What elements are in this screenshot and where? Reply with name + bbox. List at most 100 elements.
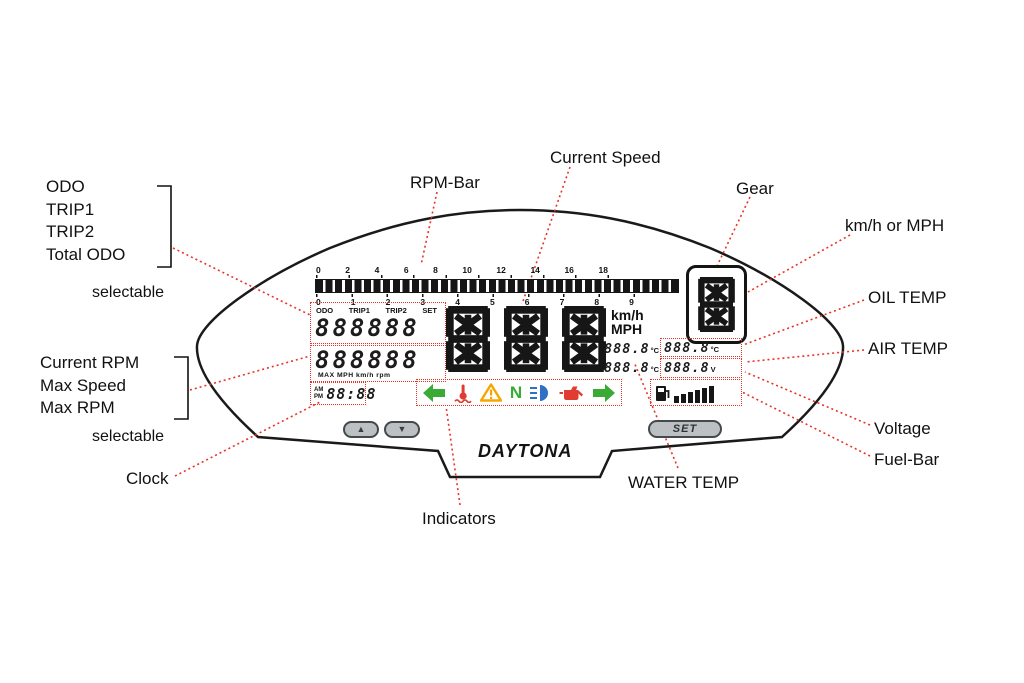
odometer-digits: 888888: [315, 314, 420, 342]
rpm-scale-bottom-tick: 7: [559, 297, 565, 307]
gear-digit-icon: [698, 277, 735, 332]
rpm-scale-bottom-tick: 6: [524, 297, 530, 307]
rpm-scale-top-tick: 8: [433, 265, 438, 275]
clock-am: AM: [314, 387, 324, 393]
brand-logo: DAYTONA: [478, 441, 573, 461]
label-kmh-or-mph: km/h or MPH: [845, 216, 945, 235]
voltage-digits: 888.8: [664, 360, 710, 376]
rpm-scale-bottom-tick: 9: [629, 297, 634, 307]
label-max-rpm: Max RPM: [40, 398, 115, 417]
multifunction-block: 888888 MAX MPH km/h rpm: [310, 345, 446, 382]
label-odo: ODO: [46, 177, 85, 196]
set-button[interactable]: SET: [648, 420, 722, 438]
leader-odo-group: [172, 247, 311, 316]
leader-indicators: [445, 405, 461, 506]
rpm-scale-top-tick: 14: [530, 265, 540, 275]
rpm-scale-top-tick: 10: [462, 265, 472, 275]
rpm-scale-top-tick: 4: [374, 265, 380, 275]
air-temp-unit: °C: [650, 365, 660, 374]
water-temp-display: 888.8 °C: [604, 341, 659, 357]
label-air-temp: AIR TEMP: [868, 339, 948, 358]
clock-pm: PM: [314, 393, 323, 400]
clock-digits: 88:88: [326, 384, 377, 403]
high-beam-indicator-icon: [529, 384, 548, 401]
rpm-scale-top: 0 2 4 6 8 10 12 14 16 18: [316, 265, 608, 275]
callout-brackets: [157, 185, 189, 420]
label-max-speed: Max Speed: [40, 375, 126, 395]
clock-ampm: AM PM: [314, 387, 323, 400]
label-total-odo: Total ODO: [46, 244, 126, 264]
rpm-scale-top-tick: 0: [316, 265, 321, 275]
leader-rpm-group: [189, 355, 311, 391]
rpm-scale-bottom-tick: 4: [455, 297, 460, 307]
mode-label-trip2: TRIP2: [385, 306, 407, 315]
unit-mph: MPH: [611, 321, 643, 337]
speed-digits-icon: [445, 304, 609, 374]
label-water-temp: WATER TEMP: [628, 473, 740, 492]
leader-oil-temp: [742, 299, 865, 346]
rpm-scale-bottom-tick: 8: [594, 297, 600, 307]
odo-selectable-note: selectable: [92, 284, 165, 301]
leader-clock: [174, 401, 321, 477]
odo-group-labels: ODO TRIP1 TRIP2 Total ODO: [46, 176, 125, 266]
rpm-scale-top-tick: 6: [403, 265, 409, 275]
rpm-selectable-note: selectable: [92, 428, 165, 445]
label-gear: Gear: [736, 179, 774, 198]
fuel-level-bars-icon: [674, 386, 714, 403]
rpm-scale-top-tick: 2: [345, 265, 351, 275]
speed-units: km/h MPH: [611, 308, 644, 336]
oil-temp-unit: °C: [710, 345, 720, 354]
voltage-unit: V: [710, 365, 716, 374]
oil-temp-digits: 888.8: [664, 340, 710, 356]
odo-group-bracket: [157, 185, 172, 268]
rpm-tickmarks-bottom: [316, 294, 636, 297]
turn-left-indicator-icon: [423, 383, 445, 402]
turn-right-indicator-icon: [592, 383, 615, 402]
air-temp-display: 888.8 °C: [604, 360, 659, 376]
rpm-scale-bottom-tick: 5: [489, 297, 495, 307]
air-temp-digits: 888.8: [604, 360, 650, 376]
leader-gear: [716, 196, 751, 267]
odometer-block: ODO TRIP1 TRIP2 SET 888888: [310, 302, 446, 344]
oil-indicator-icon: [559, 386, 584, 400]
up-arrow-icon: ▲: [356, 424, 366, 434]
voltage-display: 888.8 V: [660, 358, 742, 378]
rpm-bar: [315, 279, 679, 293]
label-current-rpm: Current RPM: [40, 353, 140, 372]
oil-temp-display: 888.8 °C: [660, 338, 742, 357]
label-clock: Clock: [126, 469, 169, 488]
clock-display: AM PM 88:88: [310, 382, 375, 405]
fuel-pump-icon: [656, 386, 670, 401]
leader-water-temp: [633, 361, 679, 469]
gear-indicator: 8: [686, 265, 747, 344]
down-arrow-icon: ▼: [397, 424, 407, 434]
label-voltage: Voltage: [874, 419, 931, 438]
label-trip2: TRIP2: [46, 222, 95, 241]
rpm-scale-top-tick: 18: [598, 265, 608, 275]
label-rpm-bar: RPM-Bar: [410, 173, 480, 192]
mode-label-trip1: TRIP1: [348, 306, 370, 315]
label-trip1: TRIP1: [46, 199, 95, 219]
up-button[interactable]: ▲: [343, 421, 379, 438]
label-fuel-bar: Fuel-Bar: [874, 450, 940, 469]
leader-fuel-bar: [741, 391, 871, 457]
rpm-group-bracket: [174, 356, 189, 420]
water-temp-digits: 888.8: [604, 341, 650, 357]
neutral-indicator: N: [509, 382, 523, 402]
label-current-speed: Current Speed: [550, 148, 661, 167]
label-oil-temp: OIL TEMP: [868, 288, 947, 307]
mode-label-set: SET: [422, 306, 437, 315]
down-button[interactable]: ▼: [384, 421, 420, 438]
indicator-row: N: [416, 379, 622, 406]
rpm-group-labels: Current RPM Max Speed Max RPM: [40, 352, 139, 420]
rpm-scale-top-tick: 12: [496, 265, 506, 275]
water-temp-unit: °C: [650, 346, 660, 355]
rpm-tickmarks-top: [316, 275, 610, 278]
multifunction-digits: 888888: [315, 346, 420, 374]
warning-indicator-icon: [480, 383, 503, 402]
mode-label-odo: ODO: [316, 306, 334, 315]
fuel-bar-display: [650, 379, 742, 406]
water-temp-indicator-icon: [453, 384, 472, 403]
rpm-scale-top-tick: 16: [564, 265, 574, 275]
